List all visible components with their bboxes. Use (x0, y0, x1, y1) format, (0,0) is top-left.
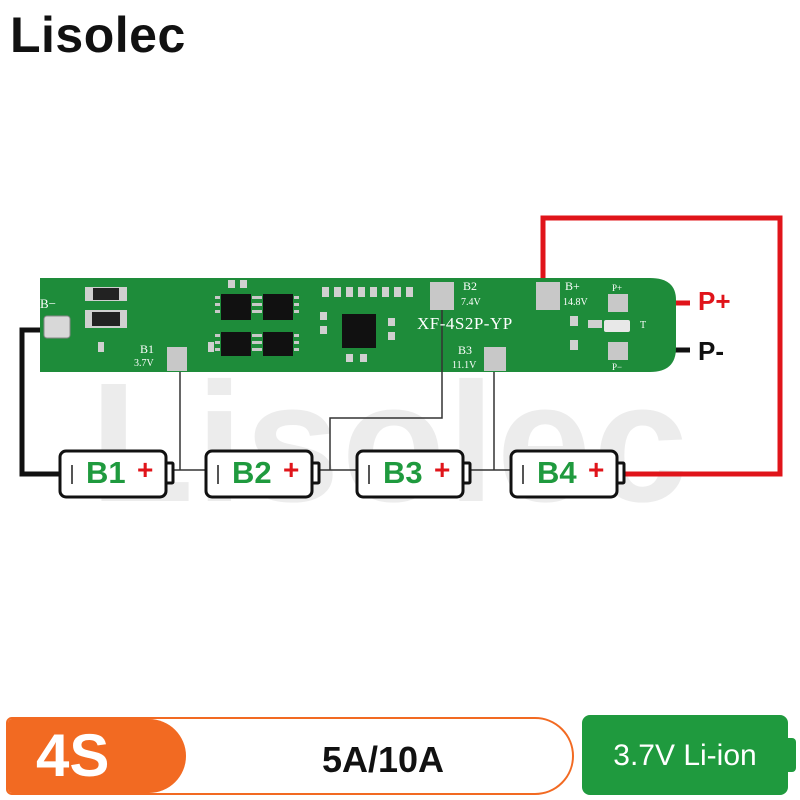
mosfet-chip (263, 294, 293, 320)
b-minus-pad (43, 315, 71, 339)
b-minus-silk: B− (40, 296, 57, 311)
mosfet-chip (263, 332, 293, 356)
battery-b4 (509, 449, 626, 499)
mosfet-chip (221, 332, 251, 356)
b2-voltage-silk: 7.4V (461, 297, 481, 308)
t-pad (604, 320, 630, 332)
battery-b3-label: B3 (383, 455, 423, 490)
b1-pad (167, 347, 187, 371)
battery-cap-icon (786, 738, 796, 772)
chemistry-label: 3.7V Li-ion (613, 739, 757, 772)
battery-b1-plus: + (137, 454, 154, 485)
b-plus-voltage-silk: 14.8V (563, 297, 588, 308)
smd-row (98, 280, 602, 362)
battery-b4-plus: + (588, 454, 605, 485)
battery-b4-label: B4 (537, 455, 577, 490)
b-minus-wire (19, 327, 60, 477)
battery-b1 (58, 449, 175, 499)
brand-logo-text: Lisolec (10, 7, 186, 63)
p-plus-silk: P+ (612, 283, 623, 293)
battery-b2-label: B2 (232, 455, 272, 490)
p-minus-terminal-label: P- (698, 336, 724, 366)
battery-b3-plus: + (434, 454, 451, 485)
b1-voltage-silk: 3.7V (134, 358, 154, 369)
b2-silk: B2 (463, 279, 478, 293)
balance-wire-b2 (329, 310, 443, 470)
current-rating: 5A/10A (321, 739, 445, 780)
mosfet-chip (221, 294, 251, 320)
p-minus-silk: P− (612, 362, 623, 372)
battery-b3 (355, 449, 472, 499)
b3-voltage-silk: 11.1V (452, 360, 477, 371)
cell-count: 4S (36, 722, 110, 789)
battery-b1-label: B1 (86, 455, 126, 490)
b3-silk: B3 (458, 343, 473, 357)
b3-pad (484, 347, 506, 371)
p-plus-terminal-label: P+ (698, 286, 731, 316)
chemistry-badge: 3.7V Li-ion (582, 715, 788, 795)
p-plus-pad (608, 294, 628, 312)
b-plus-silk: B+ (565, 279, 580, 293)
b1-silk: B1 (140, 342, 155, 356)
b-plus-pad (536, 282, 560, 310)
battery-b2 (204, 449, 321, 499)
board-model-silk: XF-4S2P-YP (417, 314, 513, 333)
watermark: Lisolec (90, 348, 690, 538)
cell-count-badge: 4S (8, 719, 186, 793)
b2-pad (430, 282, 454, 310)
p-minus-pad (608, 342, 628, 360)
protection-ic (342, 314, 376, 348)
spec-banner: 4S 5A/10A (6, 717, 574, 795)
positive-wire (540, 215, 783, 477)
battery-b2-plus: + (283, 454, 300, 485)
t-silk: T (640, 320, 647, 331)
